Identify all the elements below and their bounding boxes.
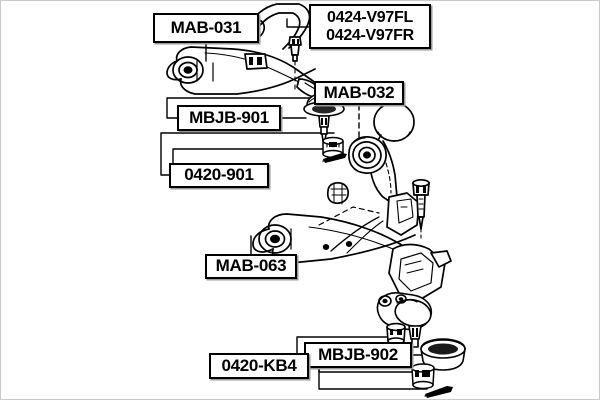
label-0424-v97[interactable]: 0424-V97FL 0424-V97FR xyxy=(309,4,431,49)
label-mbjb-902[interactable]: MBJB-902 xyxy=(304,342,412,368)
label-text-line-2: 0424-V97FR xyxy=(326,26,414,44)
label-mab-063[interactable]: MAB-063 xyxy=(205,254,297,279)
label-text: MAB-031 xyxy=(170,17,242,37)
label-text: MAB-063 xyxy=(215,256,287,276)
label-text: MBJB-901 xyxy=(189,107,269,127)
label-0420-kb4[interactable]: 0420-KB4 xyxy=(209,353,309,379)
label-mab-031[interactable]: MAB-031 xyxy=(153,13,259,43)
label-text: MBJB-902 xyxy=(318,344,398,364)
label-0420-901[interactable]: 0420-901 xyxy=(169,163,269,188)
label-text: 0420-901 xyxy=(184,165,254,185)
label-text: MAB-032 xyxy=(323,82,395,102)
label-mab-032[interactable]: MAB-032 xyxy=(314,81,404,105)
label-text: 0420-KB4 xyxy=(221,355,297,375)
upper-ball-joint-hardware xyxy=(322,136,347,163)
label-text-line-1: 0424-V97FL xyxy=(327,9,413,27)
lower-ball-joint-hardware xyxy=(411,363,453,398)
lower-control-arm-part xyxy=(252,102,452,300)
label-mbjb-901[interactable]: MBJB-901 xyxy=(177,105,281,131)
